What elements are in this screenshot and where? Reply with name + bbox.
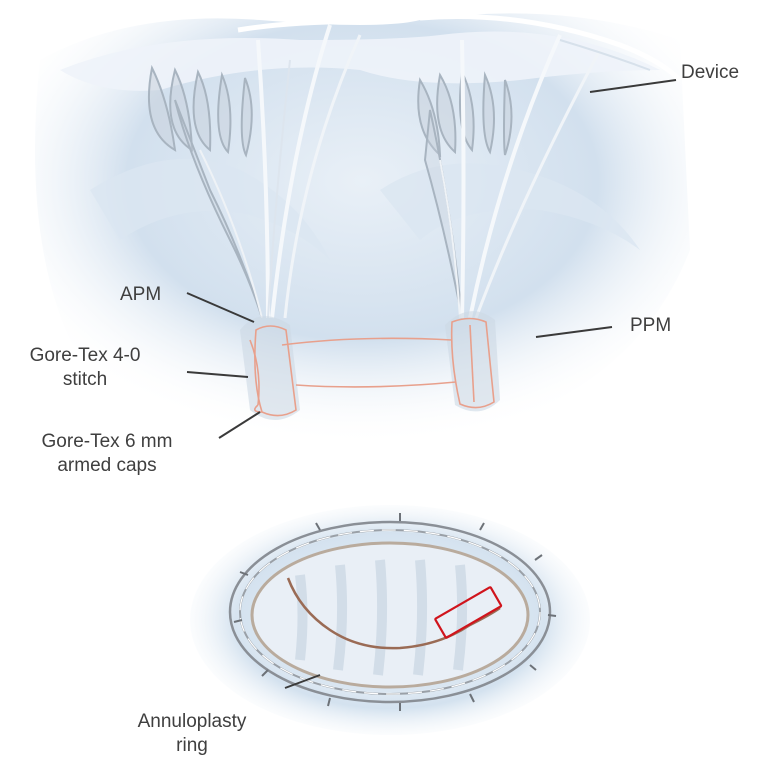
caps-label: Gore-Tex 6 mm armed caps: [18, 430, 196, 478]
ring-label-line2: ring: [110, 734, 274, 758]
ppm-label: PPM: [630, 314, 671, 338]
caps-label-line1: Gore-Tex 6 mm: [18, 430, 196, 454]
stitch-label: Gore-Tex 4-0 stitch: [10, 344, 160, 392]
device-label: Device: [681, 61, 739, 85]
ring-label-line1: Annuloplasty: [110, 710, 274, 734]
stitch-label-line2: stitch: [10, 368, 160, 392]
apm-label: APM: [120, 283, 161, 307]
ring-label: Annuloplasty ring: [110, 710, 274, 758]
caps-label-line2: armed caps: [18, 454, 196, 478]
annulus-view: [190, 505, 590, 735]
stitch-label-line1: Gore-Tex 4-0: [10, 344, 160, 368]
